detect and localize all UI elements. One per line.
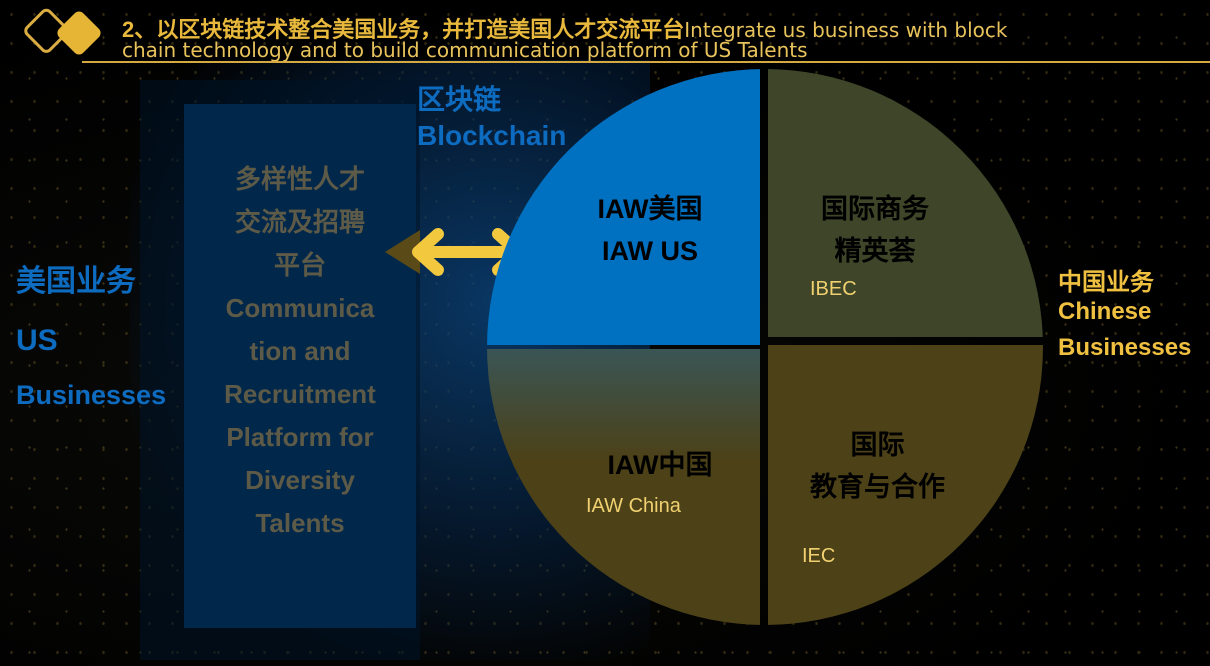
china-business-en1: Chinese: [1058, 298, 1152, 325]
us-business-en1: US: [16, 324, 58, 357]
title-underline: [82, 61, 1210, 63]
pie-diagram: [487, 69, 1043, 625]
ibec-label-cn: 国际商务精英荟: [821, 194, 929, 266]
logo-diamond-icon: [24, 8, 101, 55]
iaw-china-label-en: IAW China: [586, 495, 681, 517]
ibec-label-en: IBEC: [810, 278, 857, 300]
us-business-en2: Businesses: [16, 380, 167, 410]
china-business-cn: 中国业务: [1058, 269, 1154, 296]
blockchain-label-en: Blockchain: [417, 120, 567, 151]
iec-label-cn: 国际教育与合作: [810, 430, 945, 502]
slide-title: 2、以区块链技术整合美国业务，并打造美国人才交流平台Integrate us b…: [122, 17, 1008, 42]
slide-title-continued: chain technology and to build communicat…: [122, 38, 808, 62]
china-business-en2: Businesses: [1058, 334, 1192, 361]
quadrant-iaw-china: [487, 349, 760, 625]
us-business-cn: 美国业务: [16, 265, 136, 298]
blockchain-label-cn: 区块链: [417, 84, 502, 115]
platform-box: [184, 104, 416, 628]
iec-label-en: IEC: [802, 545, 836, 567]
iaw-china-label-cn: IAW中国: [607, 450, 713, 480]
